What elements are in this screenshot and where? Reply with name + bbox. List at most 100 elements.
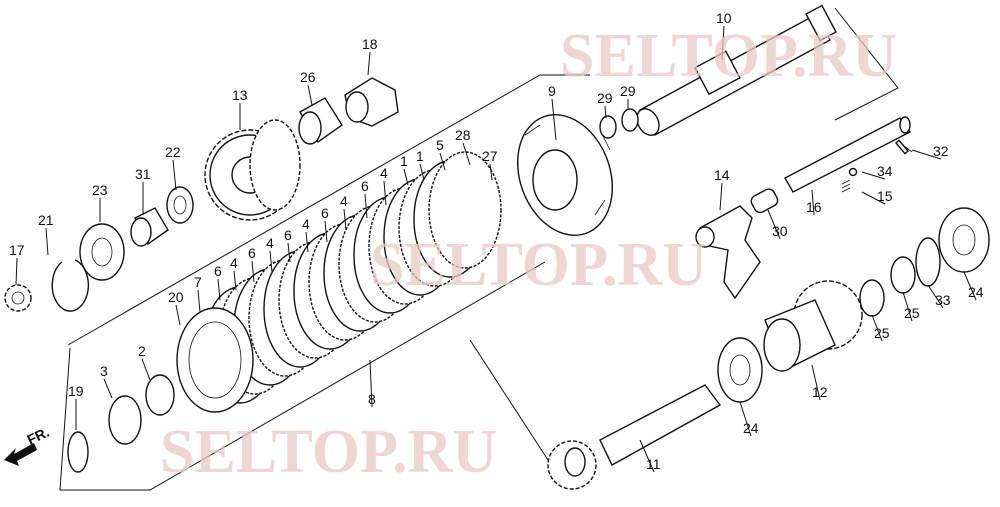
group-boundary	[67, 74, 590, 346]
part-number-label: 4	[230, 255, 238, 271]
needle-bearing-25	[859, 279, 885, 317]
part-number-label: 26	[300, 69, 316, 85]
leader-line	[721, 25, 725, 61]
part-number-label: 1	[416, 148, 424, 164]
part-number-label: 14	[714, 167, 730, 183]
part-number-label: 2	[138, 343, 146, 359]
leader-line	[172, 159, 177, 191]
part-number-label: 4	[302, 216, 310, 232]
part-number-label: 23	[92, 182, 108, 198]
ball-bearing-23	[79, 223, 125, 281]
part-number-label: 24	[968, 284, 984, 300]
part-number-label: 17	[9, 242, 25, 258]
leader-line	[419, 163, 425, 181]
part-number-label: 19	[68, 383, 84, 399]
leader-line	[911, 149, 942, 160]
leader-line	[383, 180, 387, 206]
part-number-label: 10	[716, 10, 732, 26]
circlip-21	[51, 259, 89, 312]
leader-line	[861, 171, 886, 180]
part-number-label: 20	[168, 289, 184, 305]
leader-line	[719, 182, 723, 211]
leader-line	[251, 260, 255, 283]
leader-line	[551, 98, 557, 141]
part-number-label: 6	[321, 205, 329, 221]
thrust-washer-33	[915, 237, 941, 287]
ball-bearing-24	[717, 337, 763, 403]
part-number-label: 24	[743, 420, 759, 436]
leader-line	[305, 231, 309, 253]
part-number-label: 4	[340, 193, 348, 209]
watermark: SELTOP.RU	[370, 231, 707, 299]
leader-line	[871, 314, 883, 342]
group-boundary	[59, 261, 546, 491]
part-number-label: 21	[38, 212, 54, 228]
part-number-label: 33	[935, 292, 951, 308]
leader-line	[403, 168, 409, 186]
leader-line	[369, 359, 373, 408]
clutch-plate-stack	[203, 151, 502, 404]
lock-nut-17	[4, 284, 32, 312]
part-number-label: 34	[877, 163, 893, 179]
leader-line	[307, 84, 313, 106]
leader-line	[639, 439, 655, 473]
part-number-label: 32	[933, 143, 949, 159]
front-direction-arrow: FR.	[4, 424, 52, 466]
group-boundary	[469, 339, 549, 461]
gear-12	[763, 280, 863, 372]
leader-line	[197, 289, 201, 313]
ball-bearing-24	[938, 207, 990, 273]
gear-13	[204, 119, 301, 221]
leader-line	[287, 242, 291, 263]
part-number-label: 15	[877, 188, 893, 204]
leader-line	[269, 250, 273, 273]
shift-fork-shaft-16	[784, 116, 913, 193]
leader-line	[15, 257, 18, 286]
leader-line	[367, 51, 371, 76]
part-number-label: 25	[904, 305, 920, 321]
leader-line	[439, 152, 446, 171]
part-number-label: 28	[455, 127, 471, 143]
leader-line	[343, 208, 347, 231]
leader-line	[604, 105, 607, 119]
part-number-label: 6	[284, 227, 292, 243]
leader-line	[861, 191, 886, 205]
part-number-label: 31	[135, 166, 151, 182]
clutch-friction-disc	[428, 151, 502, 269]
leader-line	[217, 278, 221, 301]
leader-line	[462, 142, 471, 166]
watermark: SELTOP.RU	[560, 22, 897, 90]
part-number-label: 30	[772, 223, 788, 239]
part-number-label: 1	[400, 153, 408, 169]
leader-line	[103, 378, 113, 399]
leader-line	[963, 271, 977, 301]
part-number-label: 25	[874, 325, 890, 341]
part-number-label: 3	[100, 363, 108, 379]
leader-line	[739, 401, 752, 437]
part-number-label: 22	[165, 144, 181, 160]
pressure-plate-20	[176, 307, 254, 413]
leader-line	[175, 304, 181, 326]
part-number-label: 27	[482, 148, 498, 164]
part-number-label: 29	[597, 90, 613, 106]
leader-line	[489, 163, 493, 181]
bushing-31	[130, 207, 169, 247]
part-number-label: 6	[214, 263, 222, 279]
clutch-outer-9	[516, 114, 614, 236]
part-number-label: 4	[266, 235, 274, 251]
group-boundary	[834, 7, 899, 121]
shift-fork-14	[695, 188, 779, 300]
leader-line	[902, 291, 913, 322]
part-number-label: 8	[368, 391, 376, 407]
part-number-label: 12	[812, 384, 828, 400]
snap-ring-19	[67, 431, 89, 473]
needle-bearing-26	[298, 97, 343, 145]
part-number-label: 29	[620, 83, 636, 99]
leader-line	[767, 209, 781, 240]
part-number-label: 6	[248, 245, 256, 261]
mainshaft-10	[636, 4, 837, 136]
washer-29	[621, 108, 639, 132]
part-number-label: 4	[380, 165, 388, 181]
